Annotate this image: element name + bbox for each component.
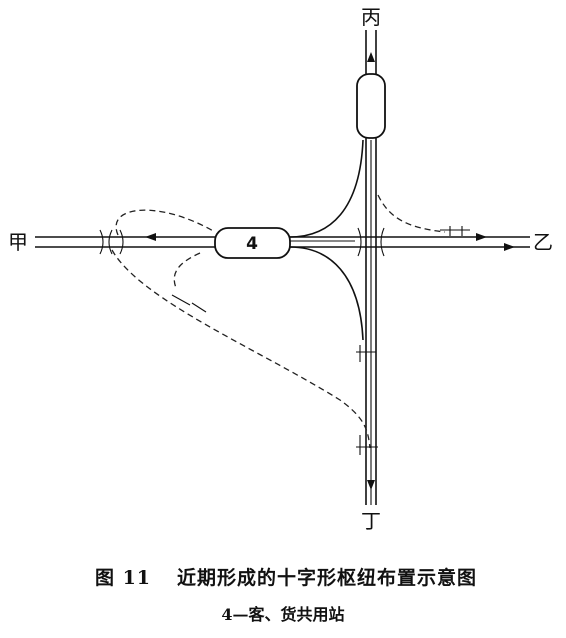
- bypass-dashed: [111, 194, 446, 449]
- crossing-marks-center: [357, 227, 385, 257]
- turnout-marks: [171, 226, 470, 455]
- crossing-marks-west: [99, 229, 124, 255]
- label-south: 丁: [361, 509, 381, 533]
- north-station: [356, 73, 386, 139]
- central-station: 4: [214, 227, 291, 259]
- central-station-label: 4: [246, 234, 258, 254]
- label-east: 乙: [533, 230, 553, 254]
- figure-number: 图 11: [94, 567, 152, 589]
- label-north: 丙: [361, 5, 381, 29]
- label-west: 甲: [8, 230, 28, 254]
- junction-diagram: 4 丙 丁 甲 乙: [8, 5, 553, 533]
- figure-caption: 图 11 近期形成的十字形枢纽布置示意图: [0, 563, 566, 590]
- direction-arrows: [145, 52, 515, 490]
- connecting-curves: [289, 139, 364, 341]
- figure-title: 近期形成的十字形枢纽布置示意图: [177, 567, 478, 589]
- figure-legend: 4—客、货共用站: [221, 605, 345, 624]
